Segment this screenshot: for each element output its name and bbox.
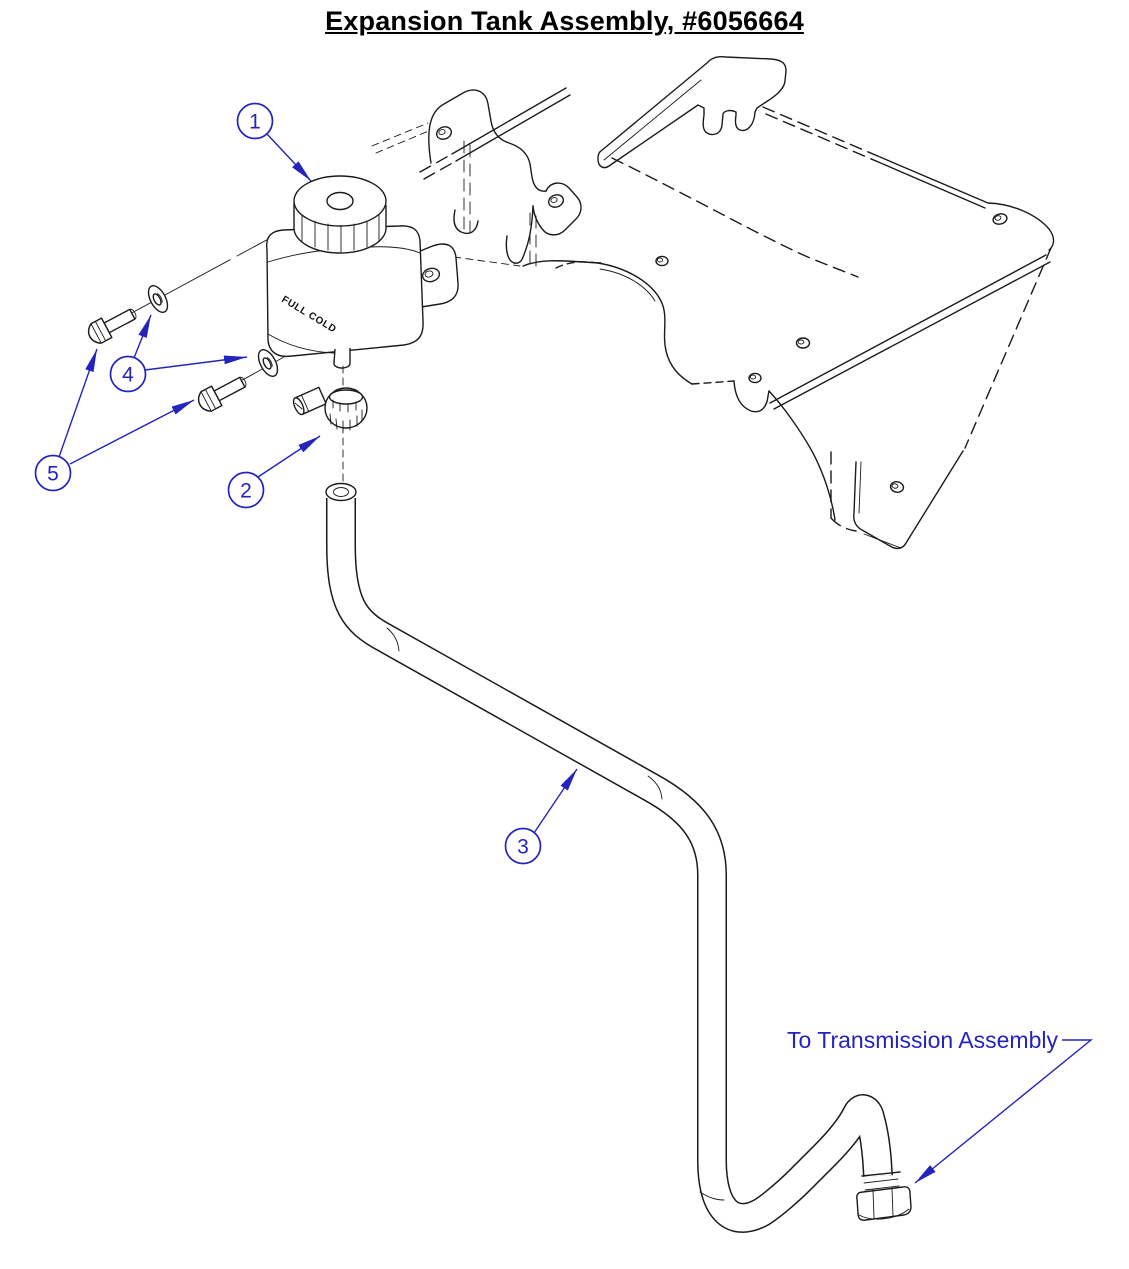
washer-1	[147, 285, 169, 313]
callout-number: 2	[240, 480, 252, 503]
leader-arrow	[69, 399, 195, 465]
tank-outlet-nipple	[333, 348, 351, 369]
leader-arrow	[133, 314, 152, 359]
to-transmission-label: To Transmission Assembly	[787, 1027, 1058, 1053]
leader-arrow	[144, 355, 248, 371]
mounting-bracket	[419, 55, 1055, 550]
callout-bubble	[504, 827, 542, 865]
hose-fitting	[856, 1171, 912, 1221]
callout-bubble	[227, 471, 265, 509]
tank-bracket	[371, 89, 602, 267]
leader-arrow	[533, 768, 578, 834]
callout-3: 3	[504, 768, 578, 865]
callout-4: 4	[109, 314, 248, 393]
leader-arrow	[257, 435, 321, 478]
hose	[325, 482, 893, 1233]
callout-2: 2	[227, 435, 321, 509]
page-title: Expansion Tank Assembly, #6056664	[325, 6, 804, 36]
bolt-2	[197, 376, 247, 412]
fitting-nut	[856, 1186, 912, 1221]
callout-bubble	[109, 355, 147, 393]
bolt-1	[87, 308, 137, 344]
callout-5: 5	[34, 348, 195, 492]
callout-bubble	[236, 102, 274, 140]
expansion-tank: FULL COLD	[265, 175, 459, 369]
transmission-annotation: To Transmission Assembly	[787, 1027, 1093, 1184]
callout-bubble	[34, 454, 72, 492]
callout-number: 1	[249, 111, 261, 134]
hose-opening	[325, 482, 357, 502]
callout-number: 4	[122, 364, 134, 387]
callout-number: 3	[517, 836, 529, 859]
hose-clamp	[292, 386, 368, 432]
tank-body	[265, 225, 424, 358]
leader-arrow	[914, 1039, 1093, 1184]
callout-number: 5	[47, 463, 59, 486]
callout-1: 1	[236, 102, 312, 182]
leader-arrow	[266, 133, 312, 182]
washer-2	[257, 349, 279, 377]
leader-arrow	[58, 348, 98, 458]
